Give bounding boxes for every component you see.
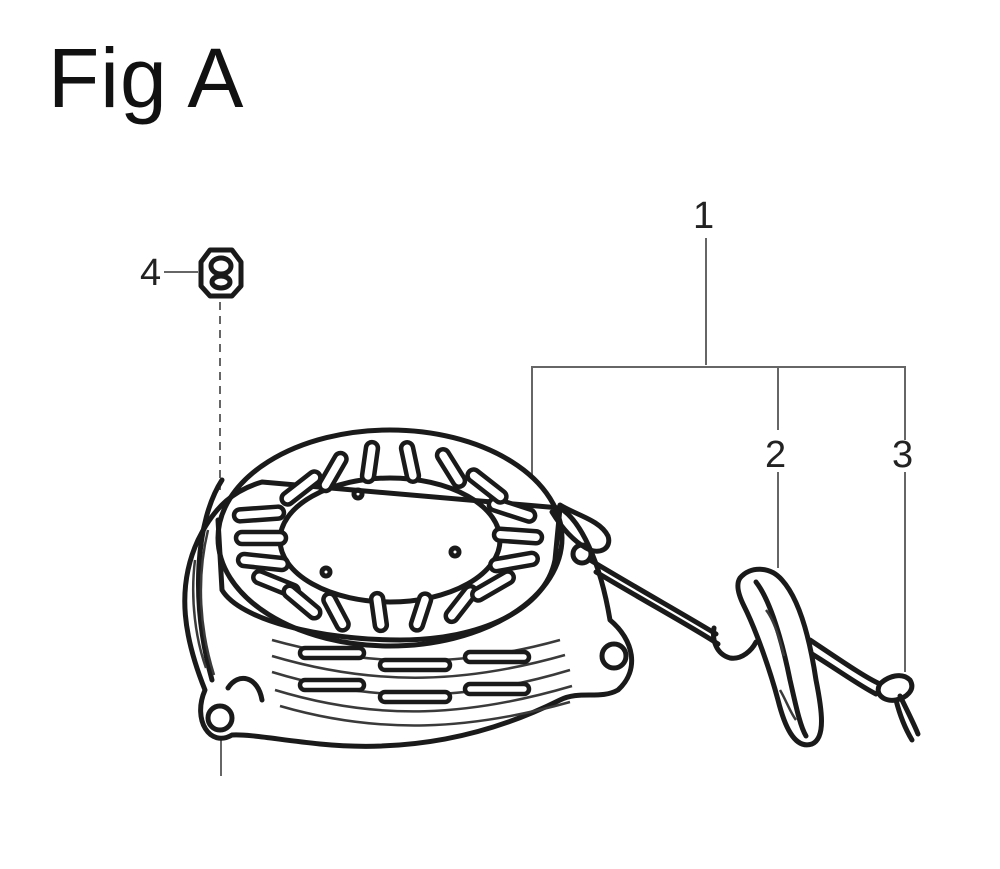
- starter-handle: [711, 566, 824, 748]
- starter-rope: [549, 502, 921, 743]
- figure-title: Fig A: [48, 31, 245, 125]
- leader-bracket: [531, 366, 906, 478]
- mounting-hole-left: [205, 703, 235, 733]
- housing-top-face: [215, 427, 565, 649]
- callout-1: 1: [693, 195, 714, 237]
- rope-guide: [549, 502, 612, 554]
- flange-nut: [198, 247, 244, 299]
- callout-2: 2: [765, 434, 786, 476]
- callout-3: 3: [892, 434, 913, 476]
- radial-vents: [231, 439, 545, 634]
- leader-lines: [164, 238, 906, 776]
- callout-4: 4: [140, 252, 161, 294]
- recoil-starter-housing: [182, 427, 635, 749]
- rope-knot: [875, 673, 915, 703]
- mounting-hole-right: [599, 641, 629, 671]
- housing-center: [277, 475, 503, 605]
